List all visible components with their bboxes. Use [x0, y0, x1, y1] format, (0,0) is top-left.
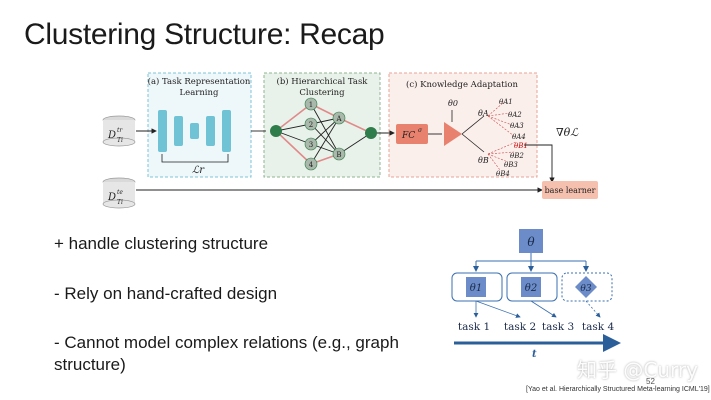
time-axis-label: t — [532, 349, 537, 360]
svg-text:θB4: θB4 — [496, 170, 510, 178]
svg-text:1: 1 — [309, 101, 313, 109]
svg-text:θA4: θA4 — [512, 133, 526, 141]
cluster-box-3 — [561, 272, 613, 302]
cluster-node-4 — [304, 157, 318, 171]
fc-box — [396, 124, 428, 144]
watermark: 知乎 @Curry — [577, 358, 698, 382]
gate-triangle — [444, 122, 462, 146]
root-theta-box — [519, 229, 543, 253]
svg-text:θ1: θ1 — [470, 283, 482, 294]
output-node — [365, 127, 377, 139]
svg-text:θ2: θ2 — [525, 283, 537, 294]
panel-b-title: (b) Hierarchical Task — [277, 76, 369, 87]
fc-label: FC — [401, 131, 415, 141]
svg-text:θA: θA — [478, 109, 489, 118]
panel-b-title-2: Clustering — [299, 88, 345, 98]
theta1-box — [466, 277, 486, 297]
encoder-block — [190, 123, 199, 139]
svg-text:σ: σ — [418, 127, 423, 134]
svg-text:θB3: θB3 — [504, 161, 518, 169]
task-4-label: task 4 — [582, 321, 615, 333]
svg-text:Ti: Ti — [117, 199, 123, 206]
svg-text:θB2: θB2 — [510, 152, 524, 160]
encoder-block — [174, 116, 183, 146]
cluster-node-3 — [304, 137, 318, 151]
loss-r-label: ℒr — [192, 165, 205, 176]
page-number: 52 — [646, 377, 655, 386]
cluster-node-1 — [304, 97, 318, 111]
svg-text:θ0: θ0 — [448, 99, 458, 108]
task-1-label: task 1 — [458, 321, 490, 333]
svg-text:D: D — [107, 130, 116, 141]
encoder-block — [158, 110, 167, 152]
base-learner-box — [542, 181, 598, 199]
svg-text:θB: θB — [478, 156, 489, 165]
panel-c-title: (c) Knowledge Adaptation — [406, 79, 518, 90]
bullet-1: + handle clustering structure — [54, 234, 269, 253]
svg-text:θA1: θA1 — [499, 98, 513, 106]
theta2-box — [521, 277, 541, 297]
svg-text:A: A — [335, 115, 342, 123]
svg-text:θA3: θA3 — [510, 122, 524, 130]
panel-a-title-2: Learning — [180, 88, 219, 98]
svg-text:tr: tr — [117, 127, 123, 134]
theta3-diamond — [575, 276, 597, 298]
svg-text:D: D — [107, 192, 116, 203]
test-data-cylinder: D te Ti — [102, 177, 136, 209]
train-data-cylinder: D tr Ti — [102, 115, 136, 147]
hsml-architecture-figure: (a) Task Representation Learning ℒr D tr… — [102, 72, 598, 209]
svg-text:θA2: θA2 — [508, 111, 522, 119]
slide-title: Clustering Structure: Recap — [24, 18, 385, 51]
svg-text:3: 3 — [309, 141, 313, 149]
base-learner-label: base learner — [545, 186, 596, 195]
input-node — [270, 125, 282, 137]
gradient-label: ∇θℒ — [556, 126, 579, 139]
bullet-3: - Cannot model complex relations (e.g., … — [54, 333, 399, 352]
svg-text:te: te — [117, 189, 123, 196]
decoder-block — [222, 110, 231, 152]
svg-text:2: 2 — [309, 121, 313, 129]
panel-a-title: (a) Task Representation — [148, 76, 251, 87]
svg-text:θB1: θB1 — [514, 142, 528, 150]
task-3-label: task 3 — [542, 321, 574, 333]
svg-text:4: 4 — [309, 161, 314, 169]
cluster-box-2 — [506, 272, 558, 302]
task-tree-diagram: θ θ1 θ2 θ3 task 1 task 2 task 3 task 4 t — [451, 229, 621, 360]
cluster-node-a — [332, 111, 346, 125]
svg-text:θ3: θ3 — [580, 284, 591, 294]
bullet-2: - Rely on hand-crafted design — [54, 284, 278, 303]
cluster-node-2 — [304, 117, 318, 131]
bullet-3-continuation: structure) — [54, 355, 126, 374]
decoder-block — [206, 116, 215, 146]
task-2-label: task 2 — [504, 321, 536, 333]
svg-text:B: B — [336, 151, 341, 159]
root-theta-label: θ — [527, 235, 535, 249]
svg-text:Ti: Ti — [117, 137, 123, 144]
cluster-node-b — [332, 147, 346, 161]
citation: [Yao et al. Hierarchically Structured Me… — [526, 386, 710, 393]
